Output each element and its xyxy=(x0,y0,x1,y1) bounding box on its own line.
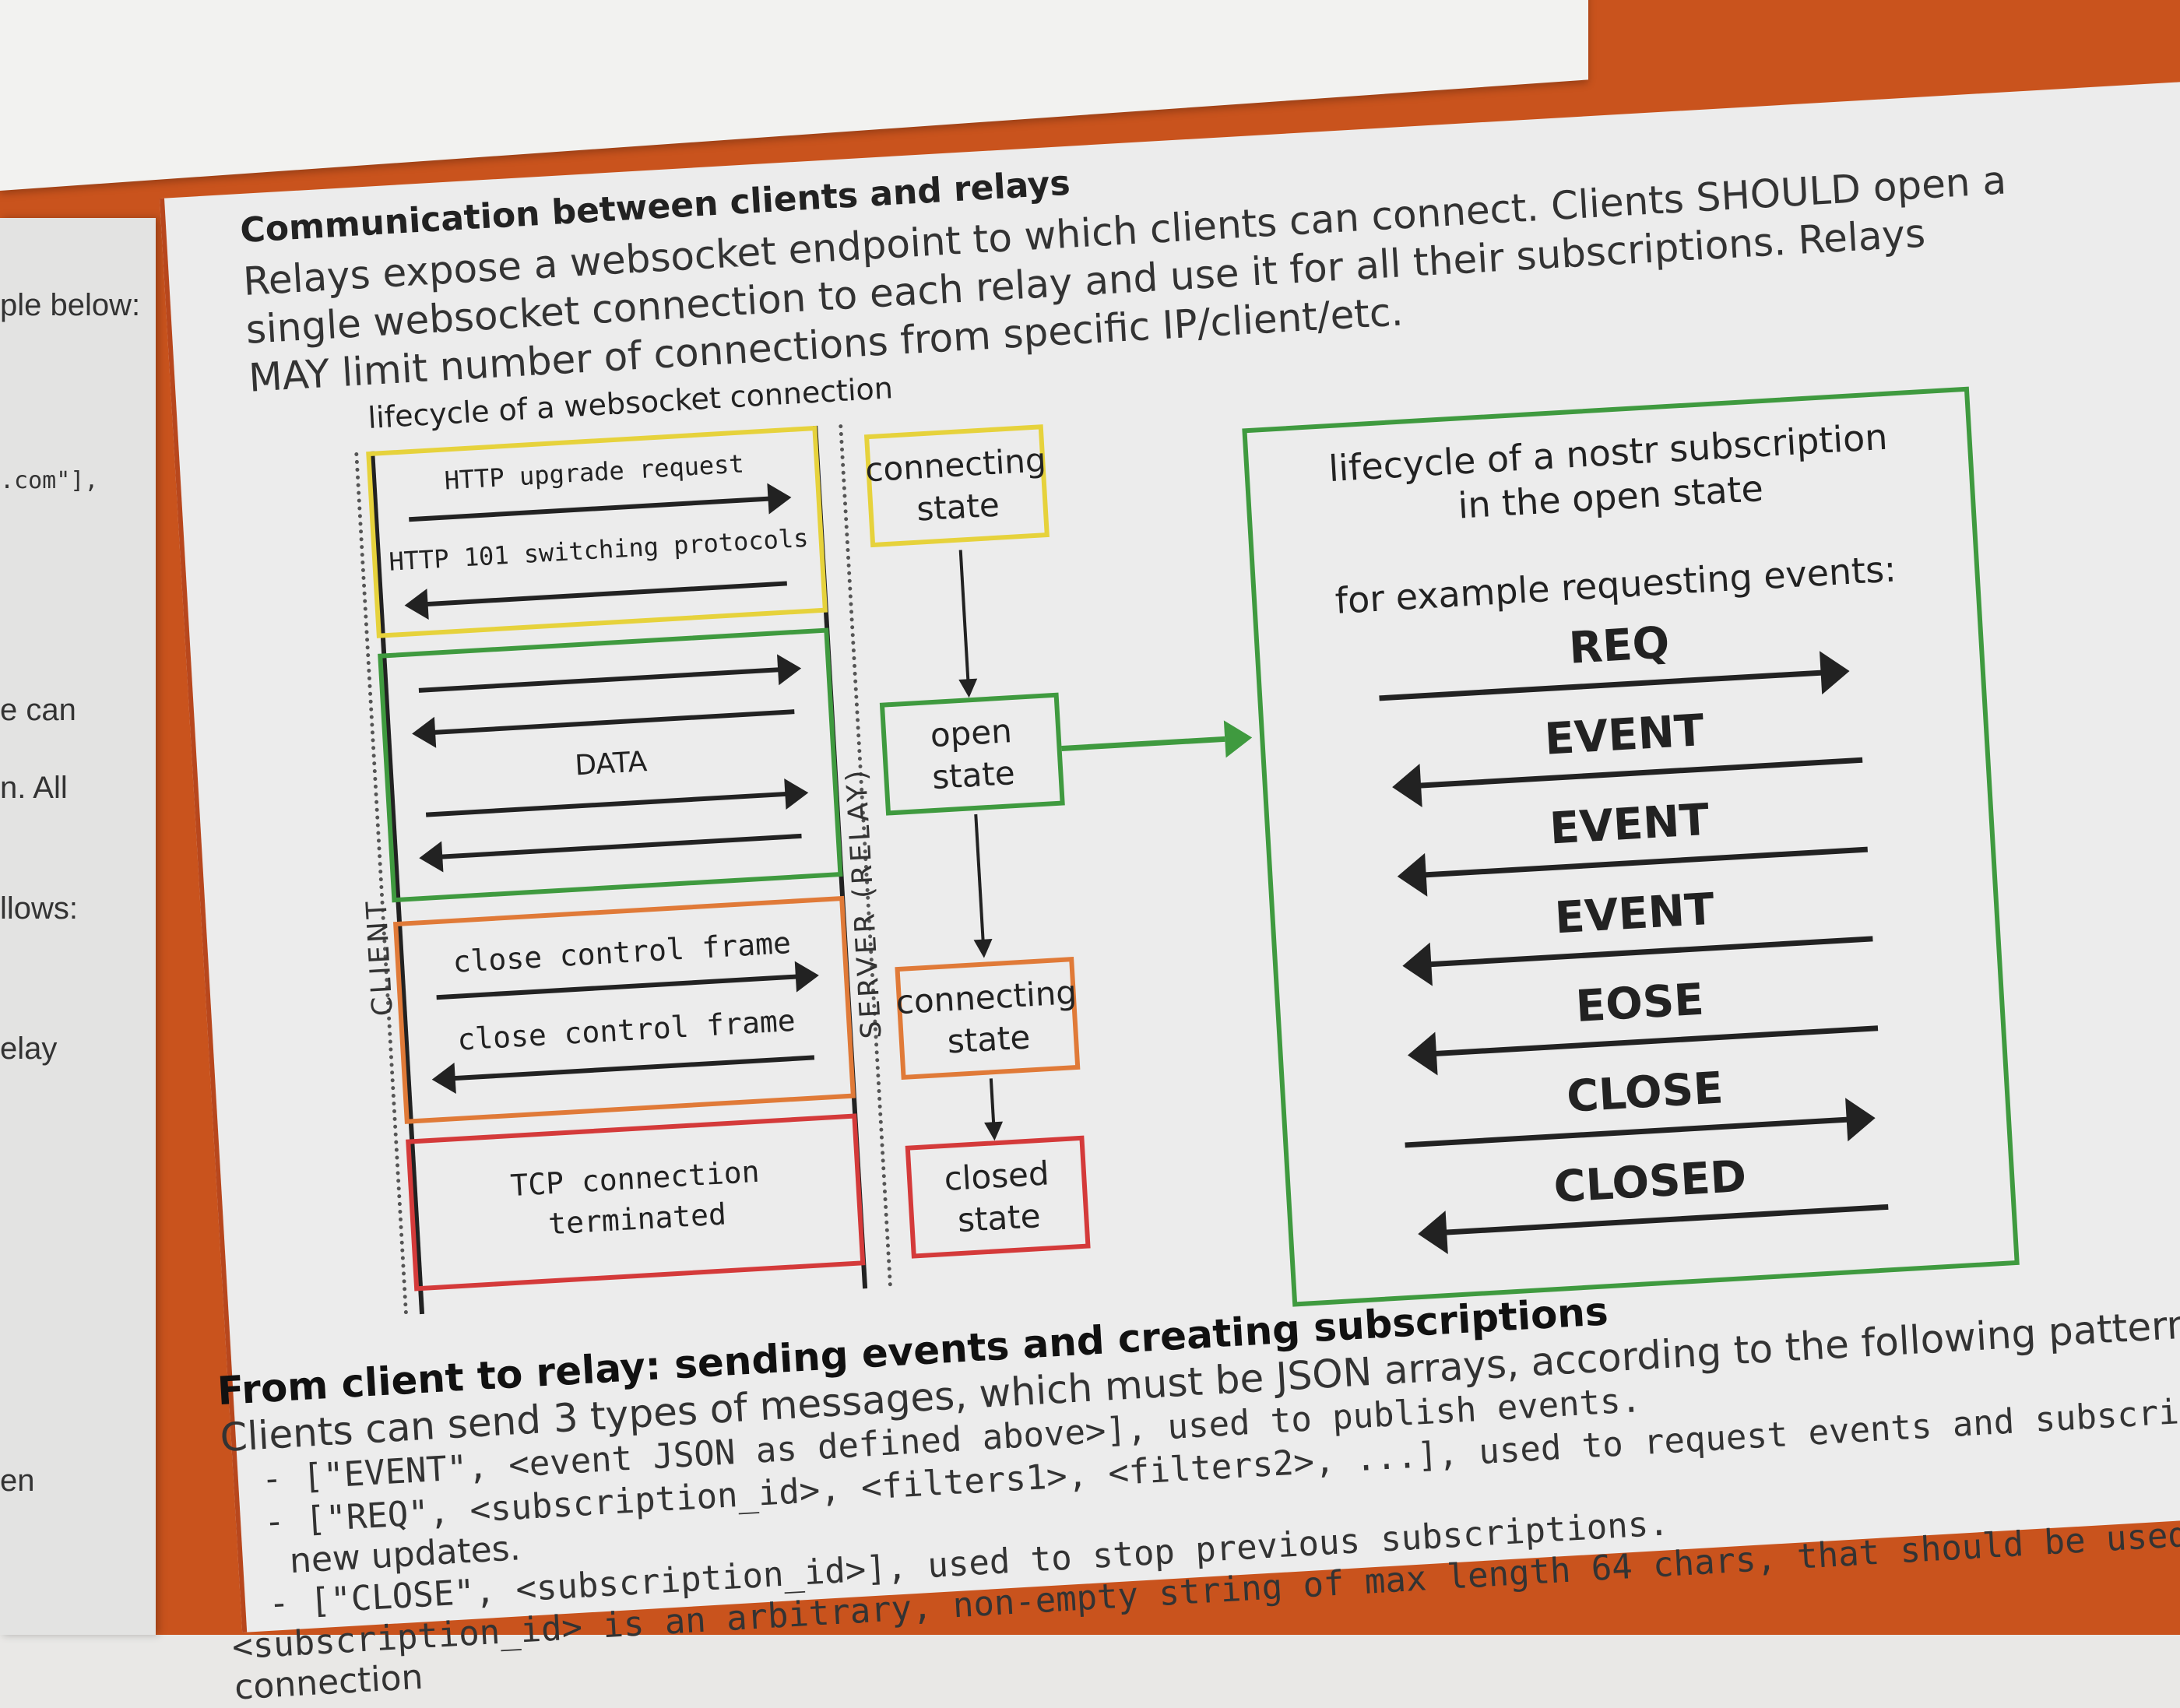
arrow-right-icon xyxy=(767,483,792,515)
close-frame-arrows xyxy=(431,961,819,1094)
section-intro: Relays expose a websocket endpoint to wh… xyxy=(241,157,2008,401)
arrow-left-icon xyxy=(1392,764,1422,807)
arrow-left-icon xyxy=(404,589,429,620)
tcp-terminated-box: TCP connection terminated xyxy=(406,1113,866,1292)
left-page-snippet: e can xyxy=(0,693,76,727)
closed-state-box: closed state xyxy=(905,1135,1091,1259)
left-page-snippet: llows: xyxy=(0,891,79,926)
arrow-right-icon xyxy=(1223,720,1253,758)
arrow-right-icon xyxy=(1819,651,1850,695)
arrow-down-icon xyxy=(958,678,978,698)
arrow-left-icon xyxy=(1418,1211,1448,1254)
left-page-snippet: .com"], xyxy=(0,467,99,494)
data-arrows xyxy=(412,654,809,873)
tcp-terminated-label: TCP connection terminated xyxy=(509,1154,761,1242)
left-page-snippet: en xyxy=(0,1464,35,1498)
left-page-snippet: elay xyxy=(0,1031,58,1066)
left-page-snippet: n. All xyxy=(0,771,68,805)
left-page: ple below: .com"], e can n. All llows: e… xyxy=(0,218,156,1635)
subscription-arrows xyxy=(1379,651,1889,1254)
document-page: Communication between clients and relays… xyxy=(160,82,2180,1708)
arrow-left-icon xyxy=(1408,1031,1438,1076)
left-page-snippet: ple below: xyxy=(0,288,141,322)
handshake-arrows xyxy=(404,483,792,620)
arrow-down-icon xyxy=(984,1121,1004,1141)
arrow-left-icon xyxy=(1397,852,1428,897)
arrow-right-icon xyxy=(1845,1098,1876,1142)
state-flow-arrows xyxy=(958,550,1253,1141)
arrow-left-icon xyxy=(1402,942,1433,986)
arrow-down-icon xyxy=(973,939,993,958)
connecting-state-box: connecting state xyxy=(864,424,1050,548)
client-label: CLIENT xyxy=(360,897,399,1017)
subscription-lifecycle-box: lifecycle of a nostr subscription in the… xyxy=(1242,386,2020,1307)
